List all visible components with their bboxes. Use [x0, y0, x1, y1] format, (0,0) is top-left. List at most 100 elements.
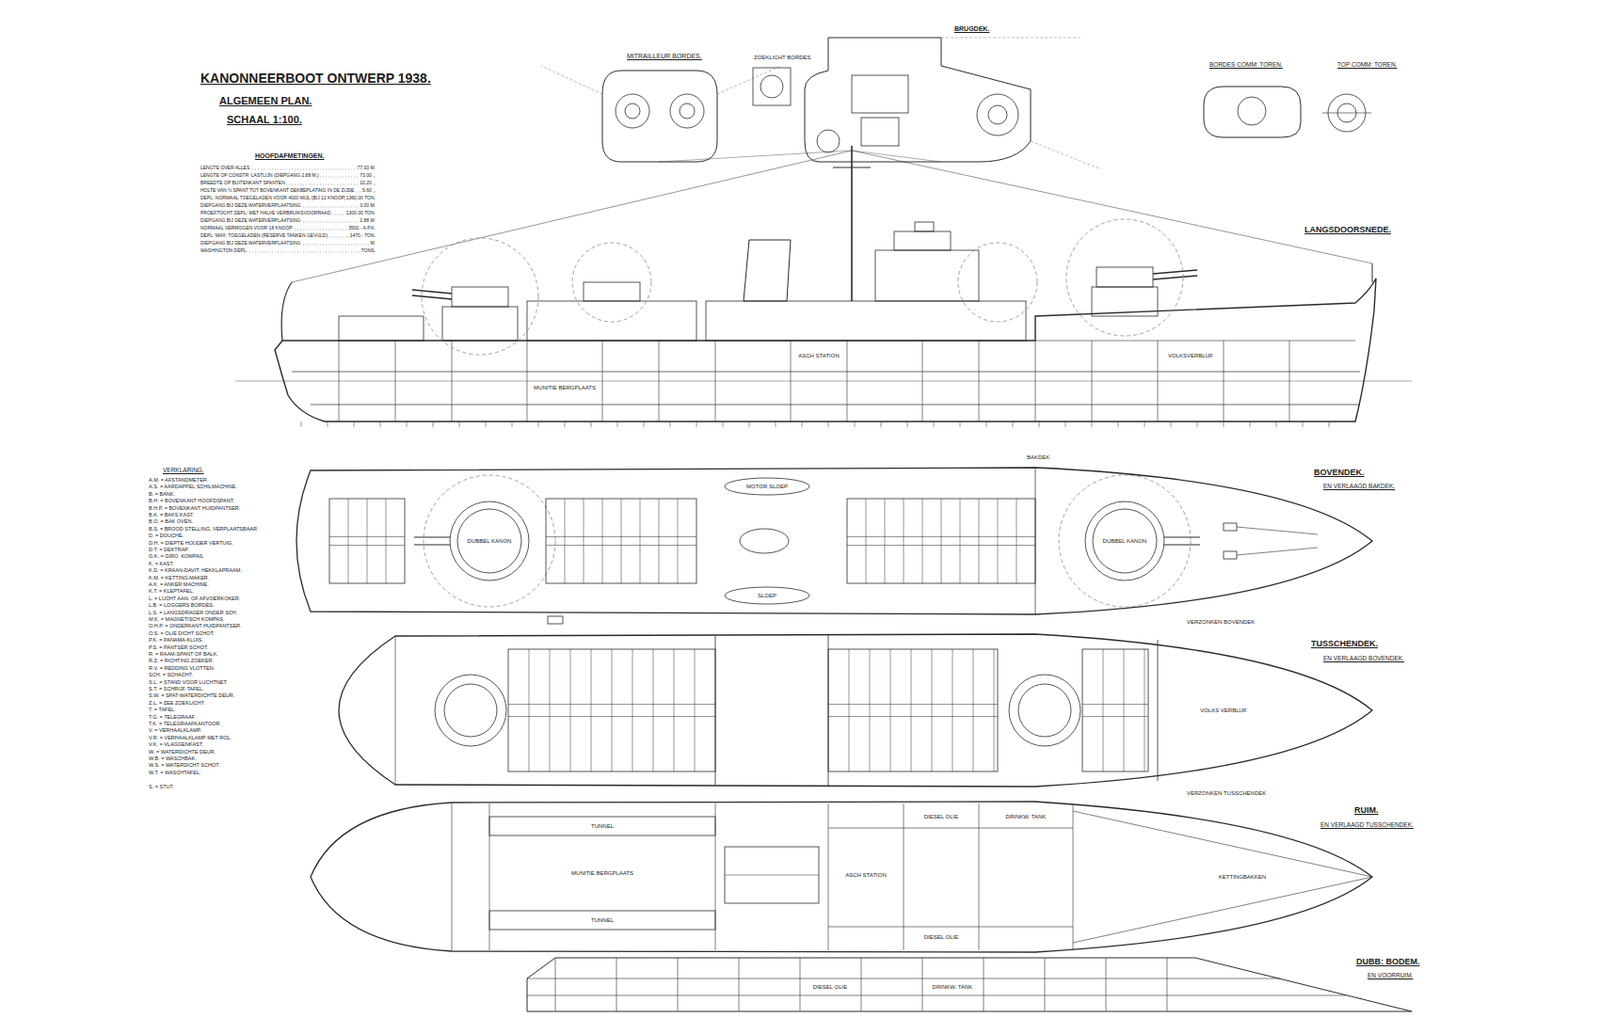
abbreviation-key: O.S. = OLIE DICHT SCHOT. [147, 631, 216, 638]
section-heading: VERZONKEN BOVENDEK [1185, 619, 1256, 625]
cabin-grid [869, 649, 871, 772]
command-tower-platform [1203, 86, 1301, 138]
gun-turret [1085, 501, 1165, 581]
bridge-deck-plan [804, 37, 1031, 162]
cabin-grid [1123, 649, 1125, 772]
frame-tick [986, 421, 988, 428]
abbreviation-key: L.S. = LANGSDRAGER ONDER SCH. [147, 610, 239, 617]
mast [850, 145, 853, 302]
abbreviation-key: B.H. = BOVENKANT HOOFDSPANT. [147, 498, 236, 505]
bulkhead [658, 340, 660, 422]
section-heading: VERKLARING. [161, 467, 206, 475]
fore-hold-line [1072, 877, 1373, 944]
floor-plate [616, 958, 618, 1012]
anchor-cable [1236, 527, 1318, 535]
frame-tick [643, 421, 645, 428]
floor-plate [677, 958, 679, 1012]
stern-house-plan [329, 536, 405, 538]
bulkhead [602, 340, 604, 422]
deckhouse-plan [884, 498, 886, 584]
bulkhead [847, 340, 848, 422]
abbreviation-key: B. = BANK. [147, 492, 176, 498]
dimension-value: 77.00 M. [356, 165, 377, 171]
machine-gun-mount [670, 94, 704, 128]
director-mount [988, 105, 1008, 125]
abbreviation-key: M.K. = MAGNETISCH KOMPAS. [147, 617, 225, 624]
frame-tick [564, 421, 566, 428]
stern-house-plan [329, 544, 405, 546]
dimension-name: DIEPGANG BIJ DEZE WATERVERPLAATSING [199, 218, 303, 224]
gun-barrel [1164, 536, 1200, 538]
abbreviation-key: K.M. = KETTING-MAKER. [147, 576, 210, 582]
turret-trunk [1008, 674, 1081, 747]
tank-top [310, 404, 1360, 406]
rigging-line [851, 150, 942, 162]
floor-plate [983, 958, 985, 1012]
gun-barrel [414, 544, 450, 545]
deckhouse-plan [640, 498, 641, 584]
abbreviation-key: R.V. = REDDING VLOTTEN. [147, 666, 216, 672]
abbreviation-key: A.M. = AFSTANDMETER. [147, 478, 209, 484]
hull-profile [274, 278, 1376, 422]
director-mount [976, 94, 1019, 136]
bulkhead [790, 340, 792, 422]
cabin-grid [508, 716, 716, 718]
gun-arc [572, 242, 652, 322]
deckhouse-plan [997, 498, 999, 584]
rangefinder-side [914, 222, 934, 232]
aft-deckhouse [338, 316, 424, 341]
cabin-grid [591, 649, 592, 772]
dimension-value: 3.00 M. [358, 203, 377, 208]
stern-house-plan [348, 498, 350, 584]
cabin-grid [508, 704, 716, 705]
engine-seat [724, 847, 819, 904]
section-heading: VERZONKEN TUSSCHENDEK [1185, 790, 1267, 797]
abbreviation-key: K.D. = KRAAN-DAVIT. HEKKLAPRAAM. [147, 568, 243, 575]
cabin-grid [508, 649, 716, 772]
cabin-grid [694, 649, 696, 772]
deckhouse-plan [847, 498, 1036, 584]
deckhouse-plan [545, 498, 697, 584]
frame-tick [380, 421, 382, 428]
fore-hold-line [1072, 811, 1373, 878]
frame-tick [749, 421, 751, 428]
dimension-value: 2.88 M. [358, 218, 377, 224]
gun-barrel [1152, 275, 1198, 280]
bulkhead [715, 340, 717, 422]
bulkhead [395, 340, 397, 422]
machine-gun-mount [624, 103, 640, 119]
compartment-label: MUNITIE BERGPLAATS [570, 870, 635, 877]
bulkhead [1035, 340, 1037, 422]
cabin-grid [570, 649, 572, 772]
abbreviation-key: P.K. = PANAMA-KLUIS. [147, 638, 205, 644]
compartment-label: TUNNEL [590, 917, 615, 924]
anchor-cable [1236, 547, 1318, 556]
abbreviation-key: K. = KAST. [147, 561, 176, 568]
frame-tick [406, 421, 408, 428]
section-heading: DUBB: BODEM. [1355, 958, 1422, 967]
dimension-name: HOLTE VAN ½ SPANT TOT BOVENKANT DEKBEPLA… [199, 188, 355, 193]
cabin-grid [973, 649, 975, 772]
section-heading: MITRAILLEUR BORDES. [625, 52, 704, 60]
abbreviation-key: W.T. = WASCHTAFEL. [147, 770, 202, 777]
floor-plate [922, 958, 924, 1012]
frame-tick [775, 421, 777, 428]
abbreviation-key: W.S. = WATERDICHT SCHOT. [147, 763, 222, 769]
floor-plate [1105, 958, 1107, 1012]
dimension-value: 1470.- TON. [349, 233, 377, 239]
section-heading: EN VOORRUIM. [1366, 973, 1414, 980]
cabin-grid [952, 649, 954, 772]
abbreviation-key: K.T. = KLEPTAFEL. [147, 589, 195, 595]
frame-tick [1223, 421, 1225, 428]
cabin-grid [890, 649, 892, 772]
turret-trunk [434, 674, 507, 747]
gun-barrel [1152, 270, 1198, 274]
bulkhead [828, 803, 830, 951]
gun-barrel [414, 536, 450, 538]
deckhouse-plan [960, 498, 961, 584]
cabin-grid [549, 649, 551, 772]
frame-tick [1065, 421, 1067, 428]
deckhouse-plan [564, 498, 566, 584]
mitrailleur-platform-side [583, 282, 640, 302]
